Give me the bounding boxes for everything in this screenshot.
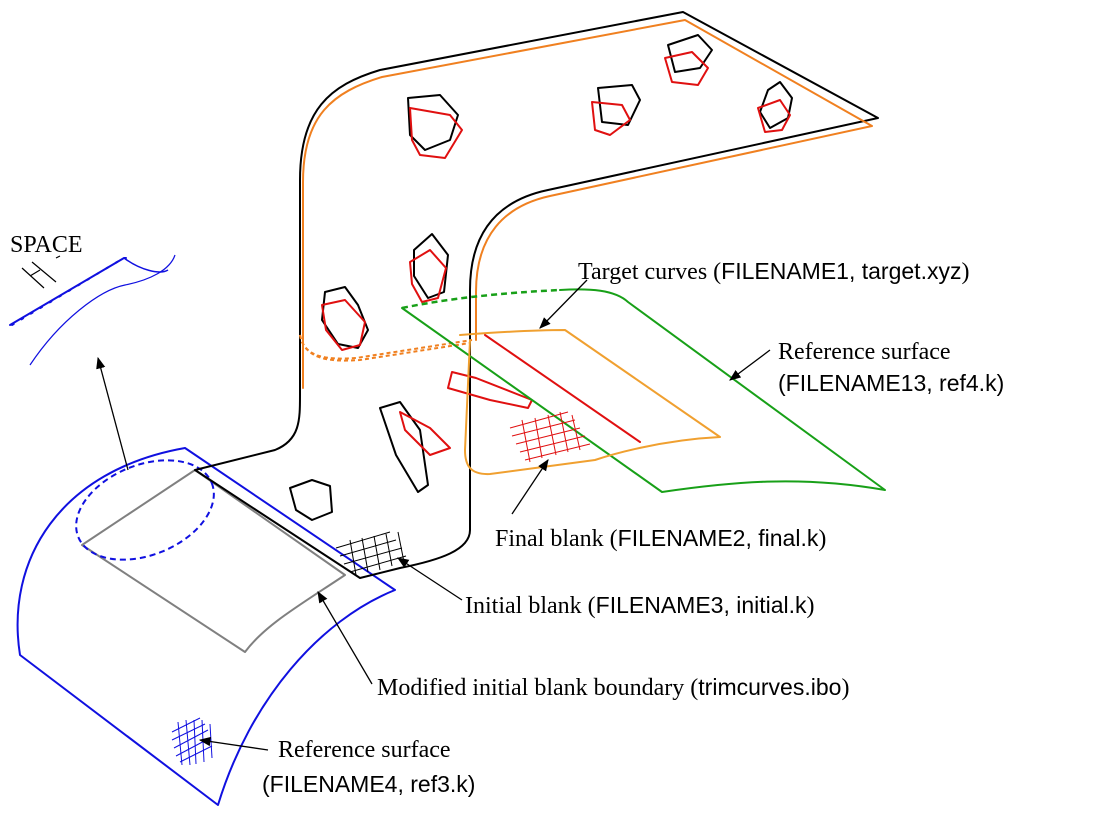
detail-ellipse — [75, 459, 215, 561]
formed-part-outline — [194, 11, 879, 579]
ref3-mesh — [171, 717, 213, 766]
final-blank-mesh — [509, 411, 591, 463]
reference-surface-bottom-file: (FILENAME4, ref3.k) — [262, 771, 475, 797]
modified-boundary-label: Modified initial blank boundary (trimcur… — [377, 674, 849, 701]
reference-surface-ref3 — [16, 447, 396, 806]
leader-lines — [96, 279, 771, 751]
initial-blank-label: Initial blank (FILENAME3, initial.k) — [465, 592, 815, 619]
hole-pairs — [289, 34, 793, 521]
initial-blank-mesh — [335, 531, 407, 576]
reference-surface-right-file: (FILENAME13, ref4.k) — [778, 370, 1004, 396]
final-blank-label: Final blank (FILENAME2, final.k) — [495, 525, 826, 552]
space-detail: SPACE — [9, 232, 176, 366]
space-label: SPACE — [10, 232, 83, 258]
reference-surface-right-label: Reference surface — [778, 339, 951, 365]
modified-initial-blank-boundary — [81, 469, 346, 653]
target-curves-label: Target curves (FILENAME1, target.xyz) — [578, 258, 969, 285]
reference-surface-ref4 — [401, 288, 886, 493]
reference-surface-bottom-label: Reference surface — [278, 737, 451, 763]
final-blank — [459, 329, 721, 476]
